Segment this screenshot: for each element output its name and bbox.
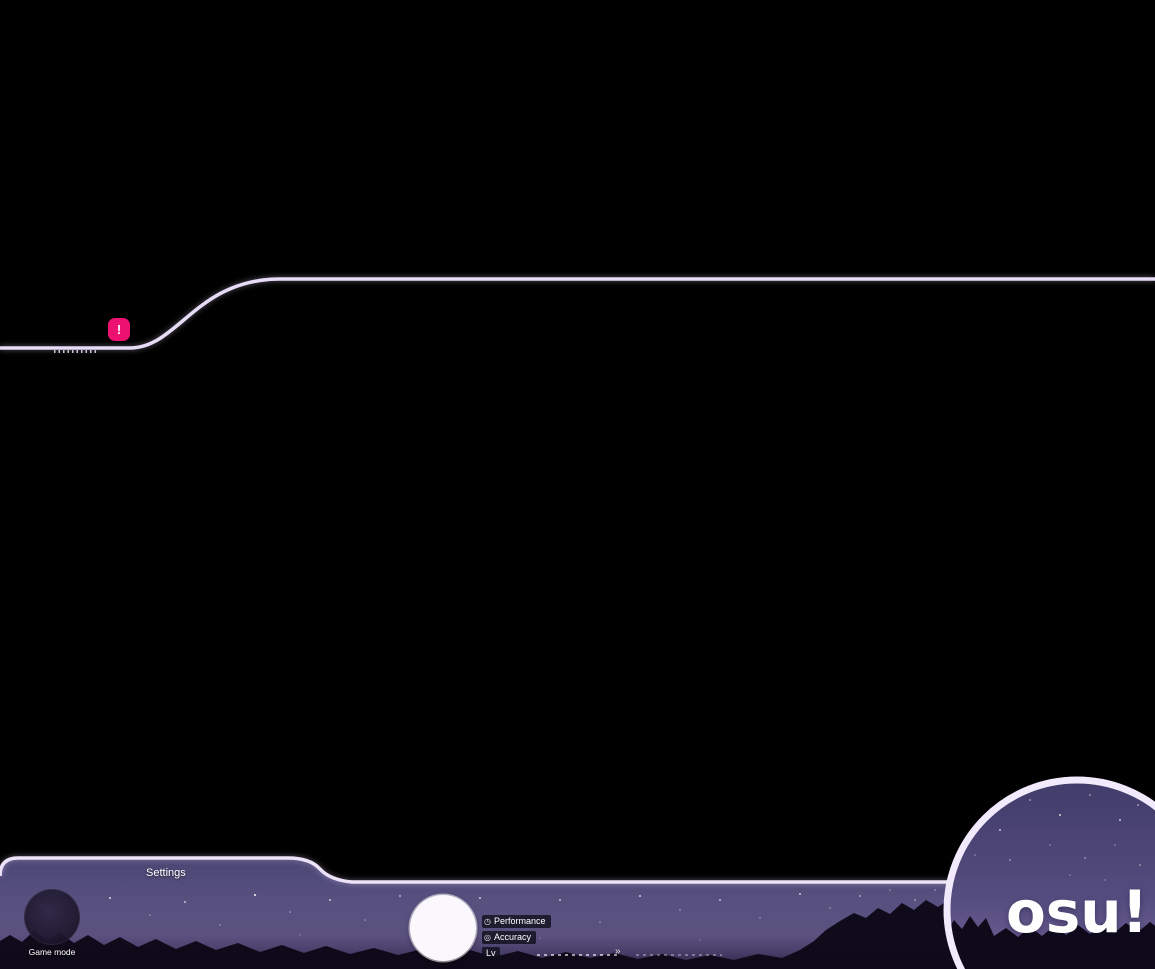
accuracy-icon: ◎	[484, 933, 491, 942]
game-mode-button[interactable]	[24, 889, 80, 945]
toolbar-background-art	[0, 776, 1155, 969]
notification-badge-text: !	[116, 322, 122, 337]
level-progress-marker: »	[615, 946, 621, 957]
trees-silhouette	[0, 898, 1010, 969]
level-progress-bar-remainder	[636, 954, 722, 956]
game-mode-label: Game mode	[28, 947, 76, 957]
logo-circle	[943, 776, 1155, 969]
user-avatar[interactable]	[410, 895, 476, 961]
performance-label: Performance	[493, 916, 546, 926]
level-badge: Lv	[482, 947, 500, 960]
osu-logo-text: osu!	[1005, 878, 1149, 946]
performance-icon: ◷	[484, 917, 491, 926]
notification-badge[interactable]: !	[108, 318, 130, 341]
osu-logo-button[interactable]: osu!	[947, 780, 1155, 969]
accuracy-badge: ◎ Accuracy	[482, 931, 536, 944]
overlay-border-path	[0, 277, 1155, 350]
overlay-top-border	[0, 277, 1155, 350]
level-label: Lv	[486, 948, 496, 958]
performance-badge: ◷ Performance	[482, 915, 551, 928]
stars-logo	[974, 794, 1141, 881]
accuracy-label: Accuracy	[493, 932, 531, 942]
tick-marks-decoration	[54, 350, 98, 353]
settings-label: Settings	[146, 867, 186, 879]
bottom-toolbar: Settings Game mode ◷ Performance ◎ Accur…	[0, 770, 1155, 969]
toolbar-top-border	[0, 856, 1155, 884]
level-progress-bar	[537, 954, 621, 956]
logo-trees-silhouette	[950, 916, 1155, 969]
settings-tab[interactable]: Settings	[0, 858, 330, 884]
